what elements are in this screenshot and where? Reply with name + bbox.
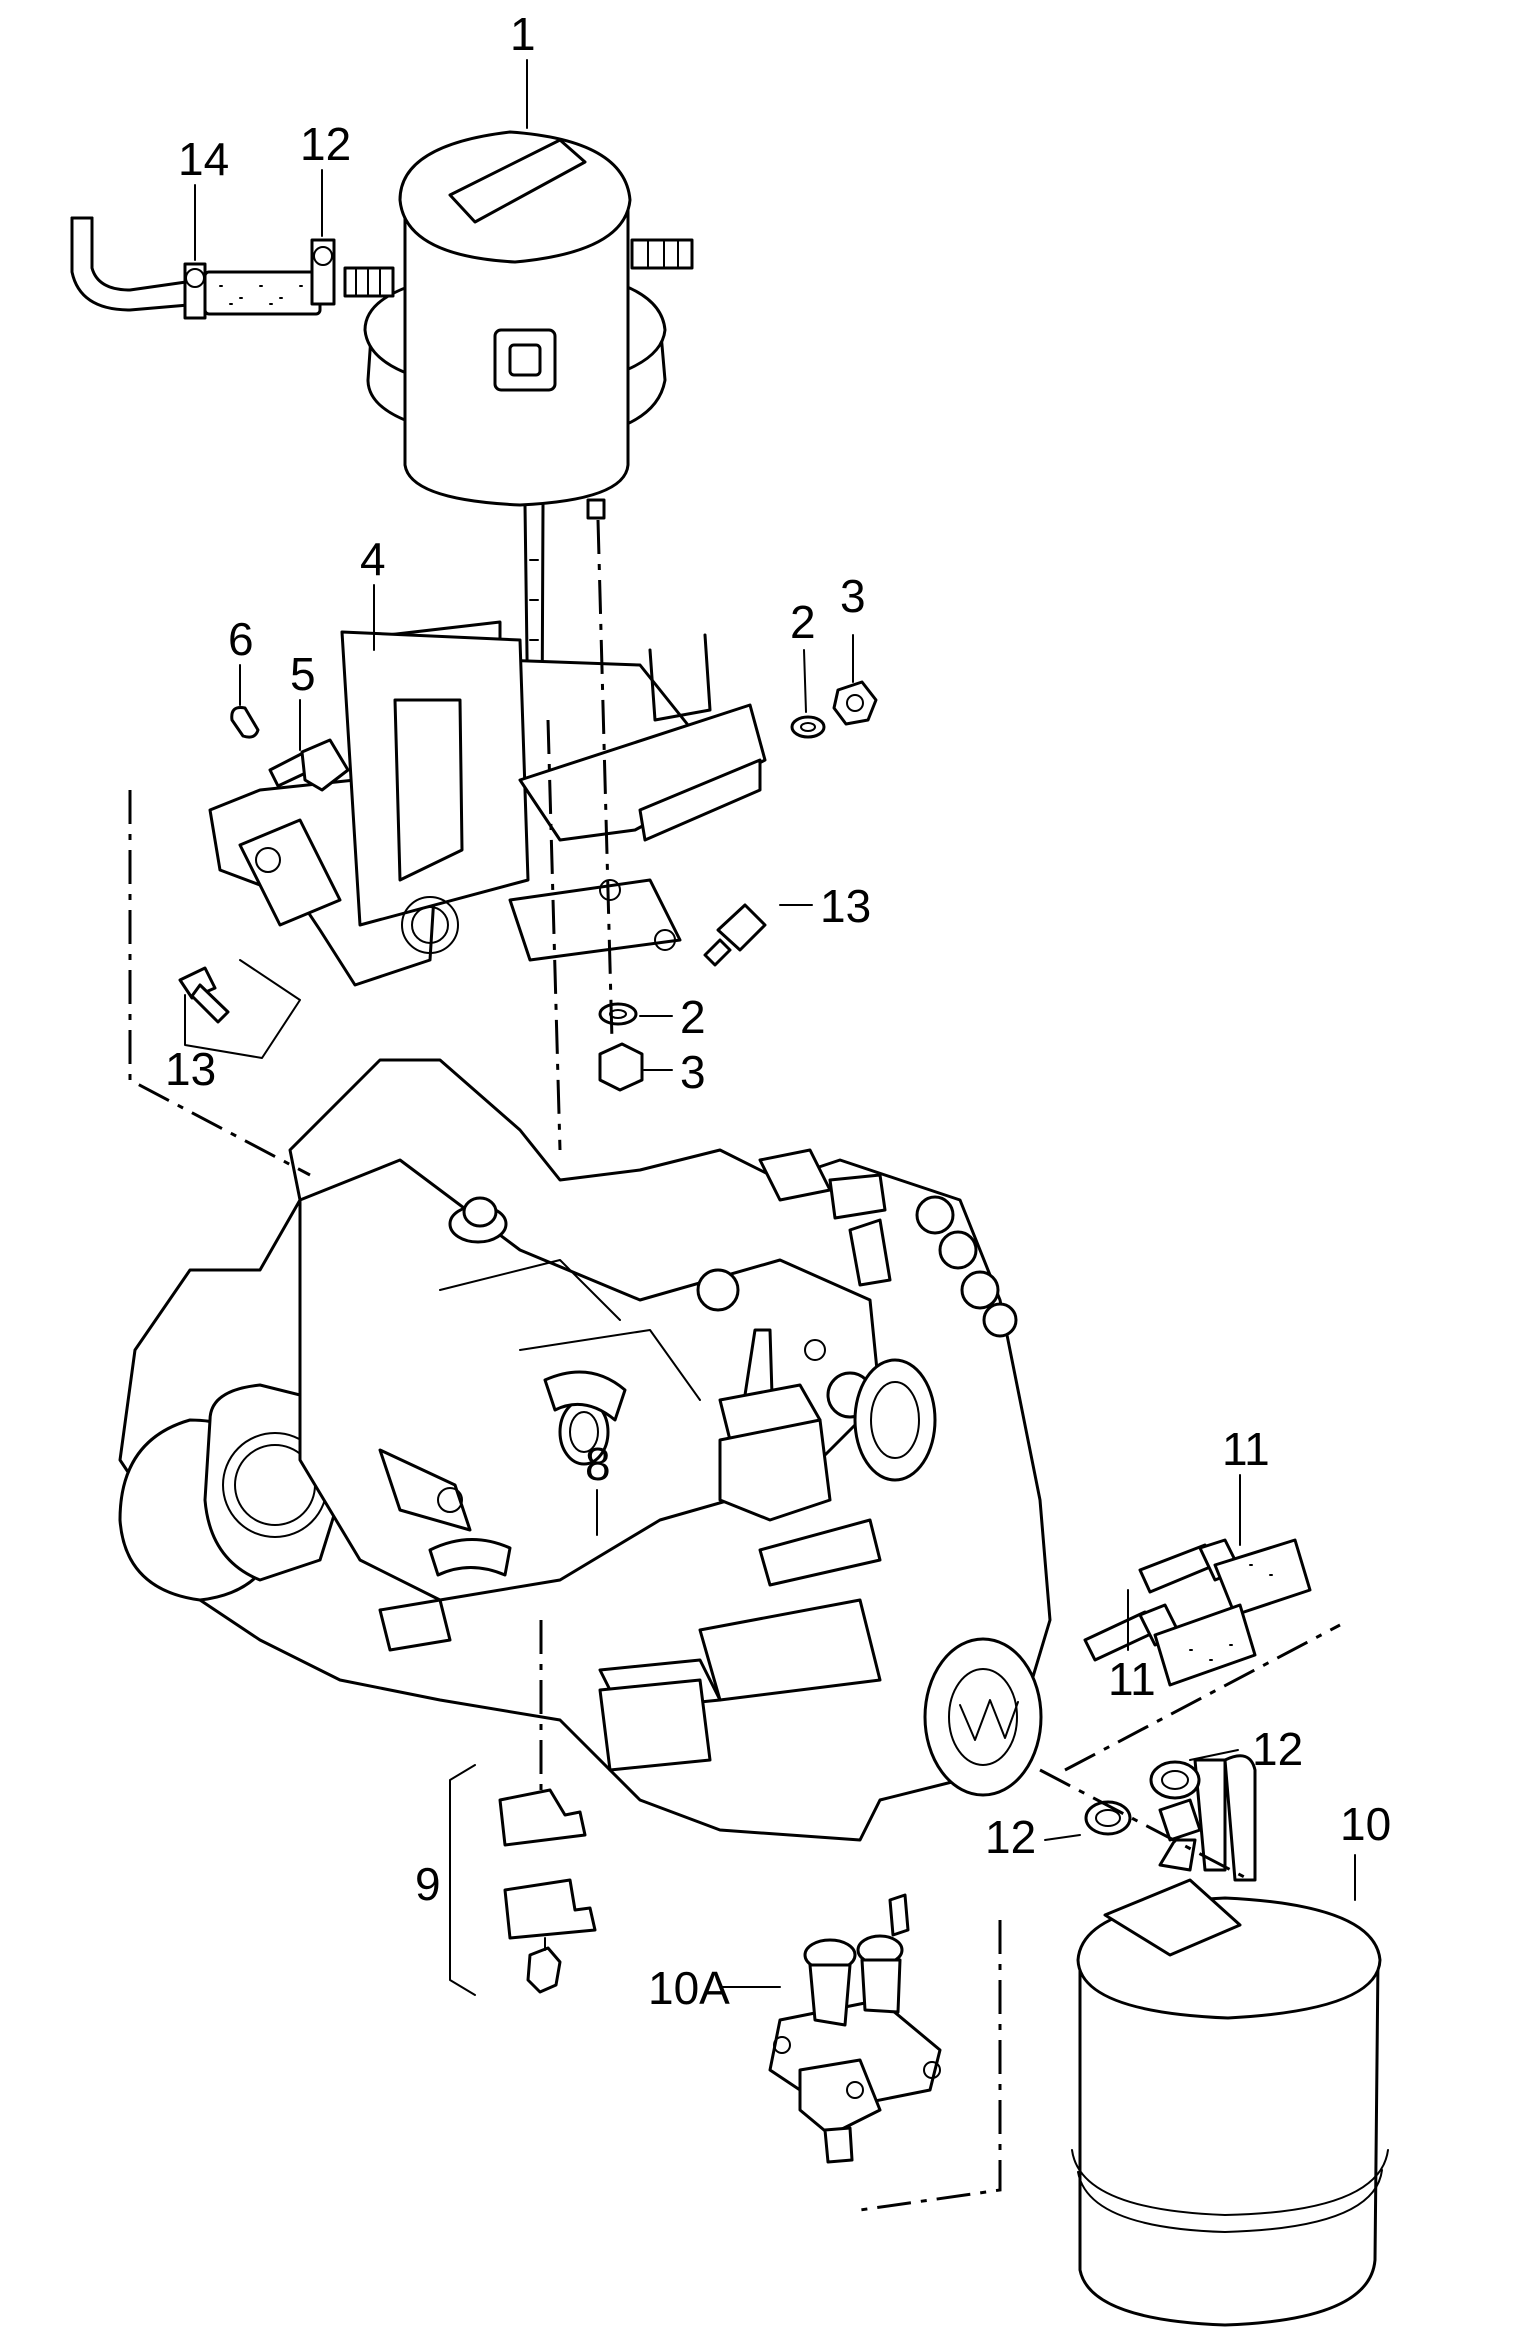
hose-and-clamps-drawing (1083, 1538, 1312, 1836)
callout-14: 14 (178, 133, 229, 185)
assembly-guide-lines (128, 519, 1341, 2212)
callout-3-upper: 3 (840, 570, 866, 622)
callout-leader-lines (184, 59, 1356, 1996)
callout-10: 10 (1340, 1798, 1391, 1850)
fasteners-drawing (178, 680, 878, 1092)
callout-11-upper: 11 (1222, 1423, 1270, 1475)
callout-5: 5 (290, 648, 316, 700)
callout-11-lower: 11 (1108, 1653, 1156, 1705)
vacuum-reservoir-drawing (1071, 1754, 1389, 2327)
callout-9: 9 (415, 1858, 441, 1910)
gearbox-housing-drawing (118, 1058, 1052, 1842)
mounting-clip-drawing (498, 1788, 597, 1994)
callout-6: 6 (228, 613, 254, 665)
callout-2-upper: 2 (790, 596, 816, 648)
callout-13-left: 13 (165, 1043, 216, 1095)
vacuum-servo-unit-drawing (343, 130, 694, 732)
callout-12-top: 12 (300, 118, 351, 170)
callout-2-lower: 2 (680, 991, 706, 1043)
callout-12-left: 12 (985, 1811, 1036, 1863)
callout-3-lower: 3 (680, 1046, 706, 1098)
callout-12-right: 12 (1252, 1723, 1303, 1775)
callout-1: 1 (510, 8, 536, 60)
callout-10a: 10A (648, 1962, 730, 2014)
vacuum-valve-drawing (768, 1893, 942, 2164)
callout-13-right: 13 (820, 880, 871, 932)
callout-8: 8 (585, 1438, 611, 1490)
vacuum-hose-drawing (70, 216, 336, 320)
callout-4: 4 (360, 533, 386, 585)
